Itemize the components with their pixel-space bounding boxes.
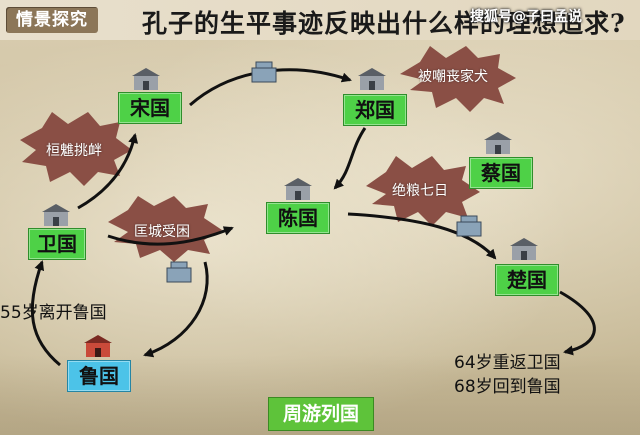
note-return-lu: 68岁回到鲁国 (454, 377, 561, 397)
arrow-kuang-to-lu (143, 261, 209, 358)
castle-icon (284, 178, 312, 200)
state-zheng: 郑国 (343, 94, 407, 126)
burst-kuangcheng (108, 196, 222, 262)
arrow-chen-to-chu (347, 212, 497, 260)
state-cai: 蔡国 (469, 157, 533, 189)
city-icon (456, 215, 482, 237)
burst-juliang (366, 156, 480, 226)
state-chen: 陈国 (266, 202, 330, 234)
burst-huantui (20, 112, 132, 186)
city-icon (251, 61, 277, 83)
castle-icon (84, 335, 112, 357)
castle-icon (510, 238, 538, 260)
state-song: 宋国 (118, 92, 182, 124)
note-leave-lu: 55岁离开鲁国 (0, 303, 107, 323)
arrow-wei-to-song (77, 133, 139, 210)
event-kuangcheng: 匡城受困 (134, 224, 190, 240)
state-lu: 鲁国 (67, 360, 131, 392)
note-return-wei: 64岁重返卫国 (454, 353, 561, 373)
city-icon (166, 261, 192, 283)
castle-icon (132, 68, 160, 90)
page-title: 孔子的生平事迹反映出什么样的理想追求? (142, 9, 626, 38)
arrow-wei-to-kuang (107, 226, 234, 246)
event-huantui: 桓魋挑衅 (46, 143, 102, 159)
state-chu: 楚国 (495, 264, 559, 296)
event-beichao: 被嘲丧家犬 (418, 69, 488, 85)
arrow-chu-return (559, 290, 596, 356)
arrow-zheng-to-chen (333, 127, 367, 190)
header-bar: 情景探究 孔子的生平事迹反映出什么样的理想追求? 搜狐号@子曰孟说 (0, 0, 640, 40)
castle-icon (358, 68, 386, 90)
castle-icon (484, 132, 512, 154)
arrow-lu-to-wei (30, 260, 61, 367)
castle-icon (42, 204, 70, 226)
burst-beichao (400, 46, 516, 112)
section-tag: 情景探究 (6, 7, 98, 33)
footer-label: 周游列国 (268, 397, 374, 431)
event-juliang: 绝粮七日 (392, 183, 448, 199)
watermark: 搜狐号@子曰孟说 (470, 9, 582, 25)
state-wei: 卫国 (28, 228, 86, 260)
